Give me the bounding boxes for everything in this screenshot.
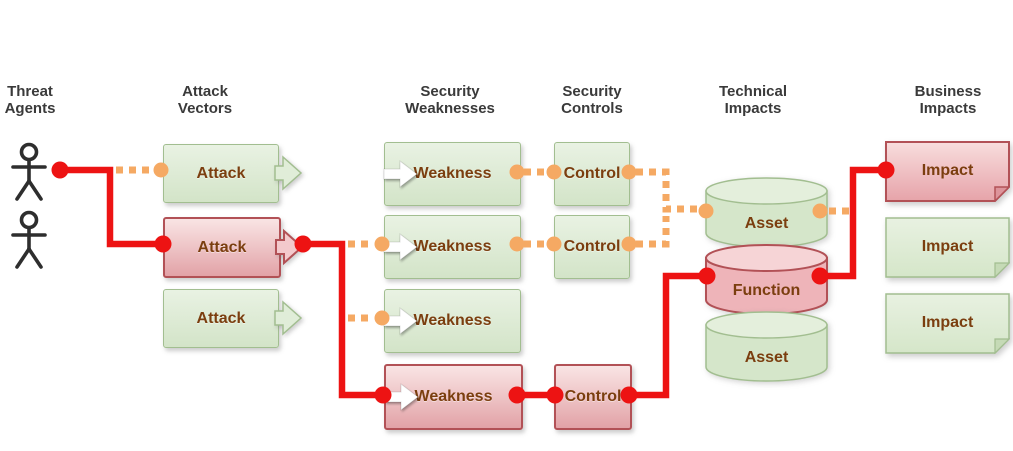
stick-figure-icon	[11, 210, 47, 269]
weakness-box-2-label: Weakness	[413, 238, 492, 255]
function-cylinder: Function	[705, 244, 828, 315]
control-box-1: Control	[554, 142, 630, 206]
attack-box-2: Attack	[163, 217, 304, 278]
block-arrow-icon	[274, 300, 303, 336]
impact-box-3: Impact	[885, 292, 1010, 354]
weakness-box-2: Weakness	[383, 215, 521, 279]
asset-cylinder-2-label: Asset	[744, 348, 789, 366]
control-box-2: Control	[554, 215, 630, 279]
white-arrow-icon	[383, 159, 418, 189]
folded-corner-shape	[885, 141, 1010, 202]
control-box-3: Control	[554, 364, 632, 430]
block-arrow-icon	[275, 228, 304, 266]
asset-cylinder-1: Asset	[705, 177, 828, 248]
weakness-box-3: Weakness	[383, 289, 521, 353]
database-cylinder-icon	[705, 177, 828, 248]
folded-corner-shape	[885, 293, 1010, 354]
control-box-3-label: Control	[564, 388, 622, 405]
header-security-weaknesses: Security Weaknesses	[405, 83, 495, 117]
attack-box-3: Attack	[163, 289, 303, 348]
impact-box-2-label: Impact	[921, 238, 974, 255]
header-business-impacts: Business Impacts	[914, 83, 982, 117]
weakness-box-4-label: Weakness	[414, 388, 493, 405]
weakness-box-1: Weakness	[383, 142, 521, 206]
header-attack-vectors: Attack Vectors	[177, 83, 233, 117]
impact-box-1: Impact	[885, 140, 1010, 202]
weakness-box-1-label: Weakness	[413, 165, 492, 182]
impact-box-2: Impact	[885, 216, 1010, 278]
weakness-box-4: Weakness	[384, 364, 523, 430]
attack-box-1-label: Attack	[196, 164, 246, 182]
header-security-controls: Security Controls	[561, 83, 623, 117]
block-arrow-icon	[274, 155, 303, 191]
function-cylinder-label: Function	[732, 281, 801, 299]
attack-box-3-label: Attack	[196, 309, 246, 327]
asset-cylinder-2: Asset	[705, 311, 828, 382]
impact-box-1-label: Impact	[921, 162, 974, 179]
attack-box-2-label: Attack	[197, 238, 247, 256]
attack-box-1: Attack	[163, 144, 303, 203]
white-arrow-icon	[384, 382, 419, 412]
stick-figure-icon	[11, 142, 47, 201]
database-cylinder-icon	[705, 311, 828, 382]
white-arrow-icon	[383, 232, 418, 262]
control-box-1-label: Control	[563, 165, 621, 182]
asset-cylinder-1-label: Asset	[744, 214, 789, 232]
weakness-box-3-label: Weakness	[413, 312, 492, 329]
white-arrow-icon	[383, 306, 418, 336]
header-technical-impacts: Technical Impacts	[718, 83, 788, 117]
database-cylinder-icon	[705, 244, 828, 315]
header-threat-agents: Threat Agents	[4, 83, 56, 117]
impact-box-3-label: Impact	[921, 314, 974, 331]
control-box-2-label: Control	[563, 238, 621, 255]
folded-corner-shape	[885, 217, 1010, 278]
